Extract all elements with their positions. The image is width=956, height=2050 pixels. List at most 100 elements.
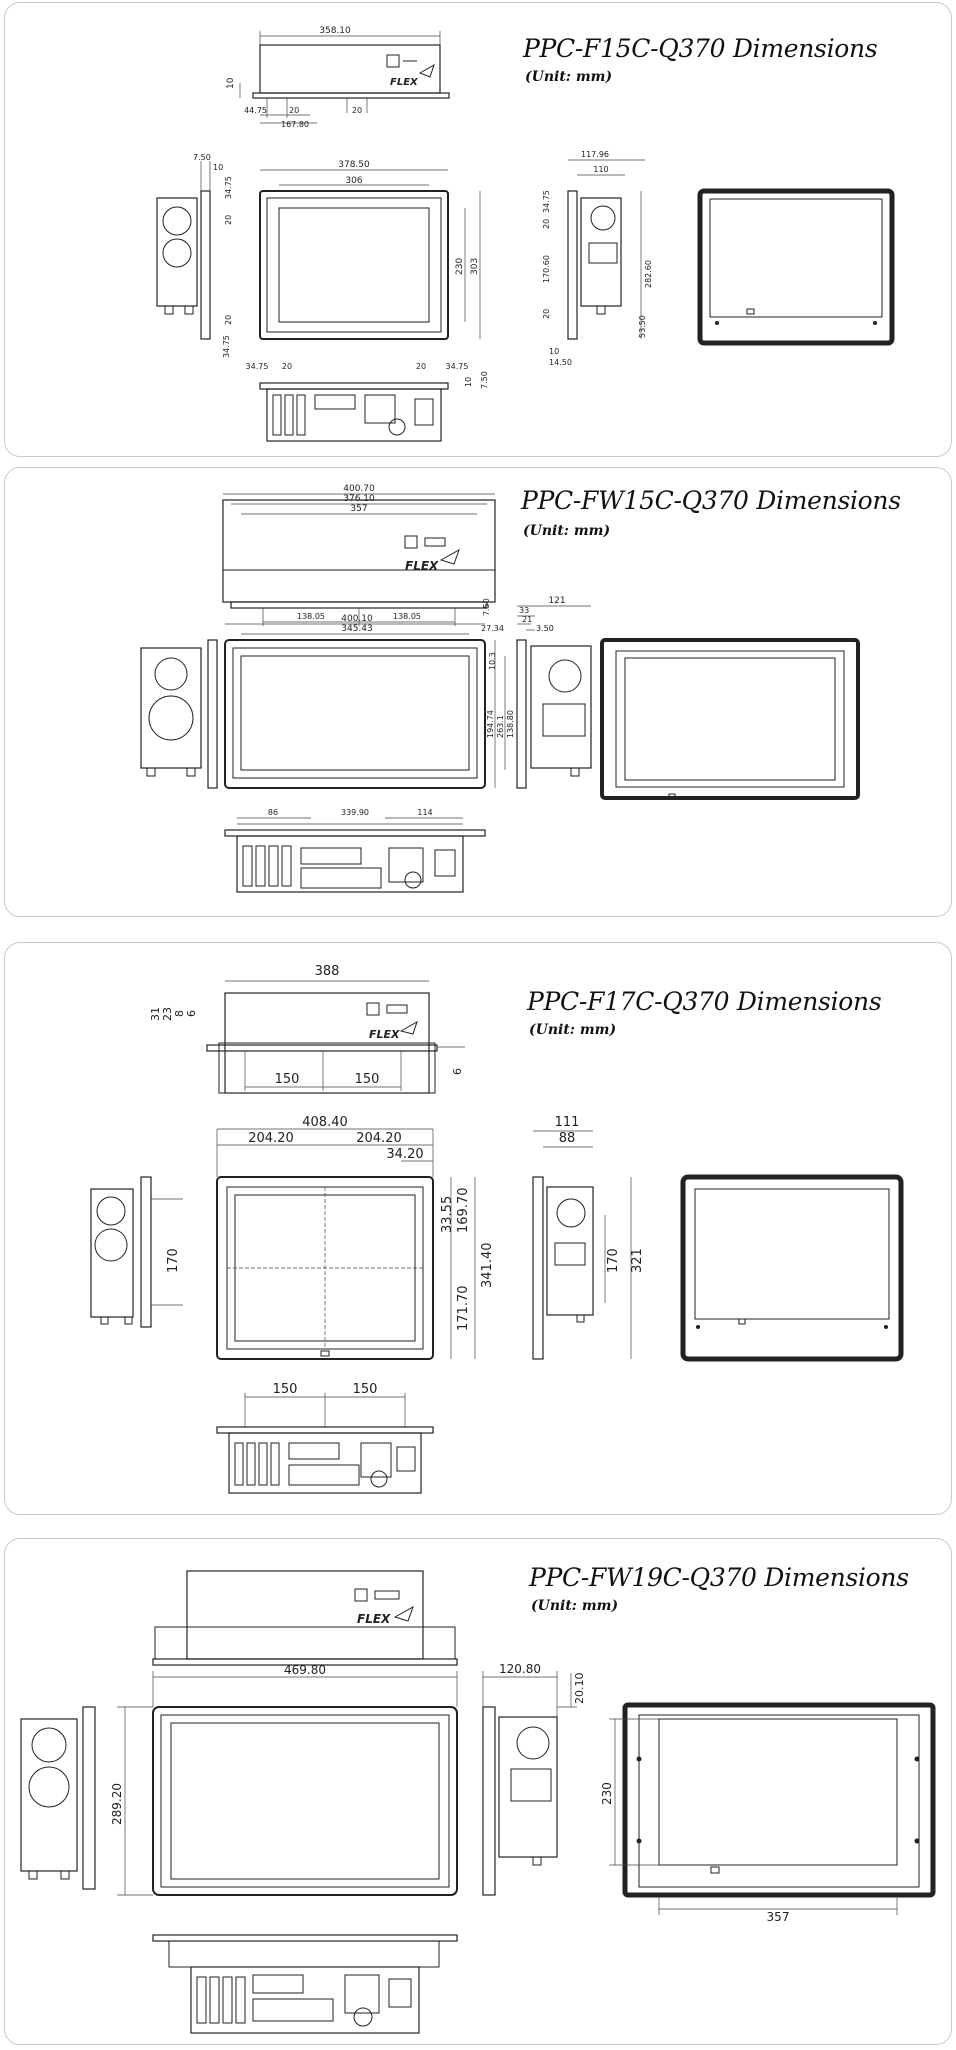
ppc-fw19c-drawing: FLEX 469.80 289.20 <box>20 1570 936 2034</box>
dim-front-b: 204.20 <box>248 1131 294 1146</box>
dim-top-g: 6 <box>451 1068 464 1075</box>
dim-rside-i: 10 <box>549 347 559 356</box>
dim-side-a: 7.50 <box>193 153 211 162</box>
dim-front-outer: 378.50 <box>338 160 370 170</box>
rear-view <box>600 638 860 800</box>
ppc-f15c-drawing: FLEX 358.10 10 44.75 20 167.80 20 <box>156 26 895 442</box>
dim-top-d: 7.50 <box>482 598 491 616</box>
dim-rside-f: 20 <box>542 309 551 319</box>
dim-top-c: 167.80 <box>281 120 309 129</box>
dim-top-c: 8 <box>173 1010 186 1017</box>
dim-rear-b: 357 <box>767 1910 790 1924</box>
dim-rside-j: 14.50 <box>549 358 572 367</box>
bottom-view <box>152 1934 458 2034</box>
dim-bottom-b: 150 <box>353 1382 378 1397</box>
dim-bottom-f: 7.50 <box>480 371 489 389</box>
dim-rside-b: 110 <box>593 165 608 174</box>
dim-bottom-a: 150 <box>273 1382 298 1397</box>
front-view <box>259 169 481 340</box>
bottom-view <box>216 1393 434 1494</box>
dim-top-e: 150 <box>275 1072 300 1087</box>
dim-rside-g: 282.60 <box>644 260 653 288</box>
panel-ppc-fw19c: FLEX 469.80 289.20 <box>4 1538 952 2045</box>
dim-top-depth: 10 <box>226 77 236 89</box>
dim-top-b: 23 <box>161 1007 174 1021</box>
svg-text:FLEX: FLEX <box>405 559 439 573</box>
dim-bottom-b: 20 <box>282 362 292 371</box>
dim-rside-c: 34.75 <box>542 190 551 213</box>
dim-top-e: 138.05 <box>297 612 325 621</box>
dim-rear-a: 230 <box>600 1782 614 1805</box>
bottom-view <box>224 817 486 893</box>
top-view: FLEX <box>152 1570 458 1666</box>
dim-top-a: 400.70 <box>343 484 375 494</box>
panel-title: PPC-F15C-Q370 Dimensions <box>523 34 878 63</box>
dim-front-f: 169.70 <box>456 1188 471 1234</box>
panel-title: PPC-F17C-Q370 Dimensions <box>527 987 882 1016</box>
panel-unit: (Unit: mm) <box>529 1022 617 1038</box>
right-side-view <box>567 159 645 340</box>
dim-side-b: 10 <box>213 163 223 172</box>
dim-side-a: 121 <box>548 596 565 606</box>
top-view: FLEX <box>206 980 465 1094</box>
dim-side-e: 20 <box>224 315 233 325</box>
right-side-view <box>532 1130 632 1360</box>
dim-bottom-e: 10 <box>464 377 473 387</box>
rear-view <box>609 1702 936 1915</box>
rear-view <box>697 188 895 346</box>
dim-front-g: 341.40 <box>480 1243 495 1289</box>
dim-front-c: 27.34 <box>481 624 504 633</box>
dim-front-a: 400.10 <box>341 614 373 624</box>
front-view <box>117 1671 458 1896</box>
svg-text:FLEX: FLEX <box>369 1028 400 1041</box>
dim-rside-d: 20 <box>542 219 551 229</box>
dim-front-b: 289.20 <box>110 1783 124 1825</box>
dim-top-d: 20 <box>352 106 362 115</box>
panel-unit: (Unit: mm) <box>525 69 613 85</box>
dim-top-b: 20 <box>289 106 299 115</box>
dim-front-a: 469.80 <box>284 1663 326 1677</box>
dim-bottom-c: 114 <box>417 808 432 817</box>
left-side-view <box>20 1706 96 1890</box>
left-side-view <box>90 1176 183 1328</box>
bottom-view <box>259 382 449 442</box>
dim-front-d: 34.20 <box>386 1147 423 1162</box>
rear-view <box>680 1174 904 1362</box>
right-side-view <box>516 605 592 789</box>
dim-bottom-a: 34.75 <box>246 362 269 371</box>
dim-top-c: 357 <box>350 504 367 514</box>
dim-front-e: 194.74 <box>486 710 495 738</box>
panel-ppc-fw15c: FLEX 400.70 376.10 357 7.50 138.05 138.0… <box>4 467 952 917</box>
dim-top-width: 388 <box>315 964 340 979</box>
dim-side-d: 3.50 <box>536 624 554 633</box>
dim-side-c: 34.75 <box>224 176 233 199</box>
dim-bottom-c: 20 <box>416 362 426 371</box>
dim-front-e: 33.55 <box>440 1196 455 1233</box>
dim-rside-e: 170.60 <box>542 255 551 283</box>
dim-side-a: 120.80 <box>499 1662 541 1676</box>
dim-front-h-inner: 230 <box>455 258 465 275</box>
dim-front-h-outer: 303 <box>470 258 480 275</box>
dim-front-c: 204.20 <box>356 1131 402 1146</box>
panel-title: PPC-FW19C-Q370 Dimensions <box>529 1563 909 1592</box>
left-side-view <box>156 161 211 340</box>
dim-top-width: 358.10 <box>319 26 351 36</box>
dim-rside-h: 53.50 <box>638 315 647 338</box>
dim-rside-c: 170 <box>606 1248 621 1273</box>
dim-side-b: 33 <box>519 606 529 615</box>
svg-text:FLEX: FLEX <box>357 1612 391 1626</box>
dim-rside-a: 117.96 <box>581 150 609 159</box>
dim-rside-d: 321 <box>630 1248 645 1273</box>
right-side-view <box>482 1671 577 1896</box>
dim-bottom-a: 86 <box>268 808 278 817</box>
panel-title: PPC-FW15C-Q370 Dimensions <box>521 486 901 515</box>
dim-front-d: 10.3 <box>488 652 497 670</box>
ppc-f17c-drawing: FLEX 388 31 23 8 6 150 150 6 170 <box>90 964 904 1494</box>
dim-bottom-d: 34.75 <box>446 362 469 371</box>
top-view: FLEX <box>239 31 450 124</box>
panel-unit: (Unit: mm) <box>531 1598 619 1614</box>
panel-ppc-f15c: FLEX 358.10 10 44.75 20 167.80 20 <box>4 2 952 457</box>
dim-rside-a: 111 <box>555 1115 580 1130</box>
dim-side-b: 20.10 <box>573 1673 586 1705</box>
panel-unit: (Unit: mm) <box>523 523 611 539</box>
